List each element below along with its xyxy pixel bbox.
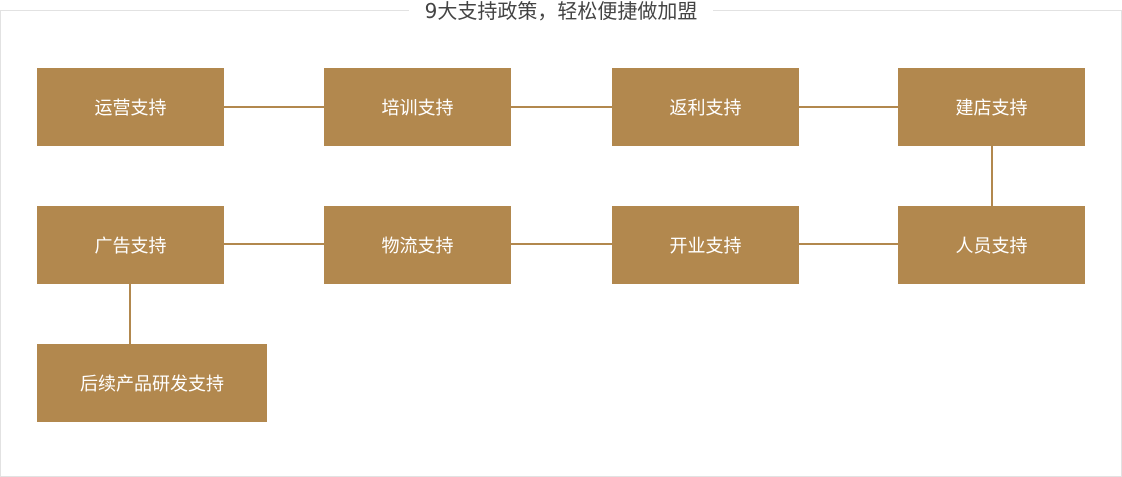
node-label: 返利支持 (669, 98, 742, 119)
connector-advertising-product-rd (129, 284, 131, 344)
node-store: 建店支持 (898, 68, 1085, 146)
node-operation: 运营支持 (37, 68, 224, 146)
connector-logistics-opening (511, 243, 612, 245)
node-label: 人员支持 (955, 236, 1028, 257)
title-bar: 9大支持政策，轻松便捷做加盟 (0, 0, 1122, 22)
node-label: 后续产品研发支持 (80, 374, 224, 395)
node-label: 运营支持 (94, 98, 167, 119)
node-label: 物流支持 (381, 236, 454, 257)
node-staff: 人员支持 (898, 206, 1085, 284)
diagram-title: 9大支持政策，轻松便捷做加盟 (408, 0, 714, 22)
connector-rebate-store (799, 106, 898, 108)
connector-operation-training (224, 106, 324, 108)
node-opening: 开业支持 (612, 206, 799, 284)
node-label: 开业支持 (669, 236, 742, 257)
connector-opening-staff (799, 243, 898, 245)
node-product-rd: 后续产品研发支持 (37, 344, 267, 422)
node-training: 培训支持 (324, 68, 511, 146)
connector-advertising-logistics (224, 243, 324, 245)
node-label: 培训支持 (381, 98, 454, 119)
node-label: 建店支持 (955, 98, 1028, 119)
node-advertising: 广告支持 (37, 206, 224, 284)
node-logistics: 物流支持 (324, 206, 511, 284)
node-rebate: 返利支持 (612, 68, 799, 146)
connector-store-staff (991, 146, 993, 206)
connector-training-rebate (511, 106, 612, 108)
node-label: 广告支持 (94, 236, 167, 257)
